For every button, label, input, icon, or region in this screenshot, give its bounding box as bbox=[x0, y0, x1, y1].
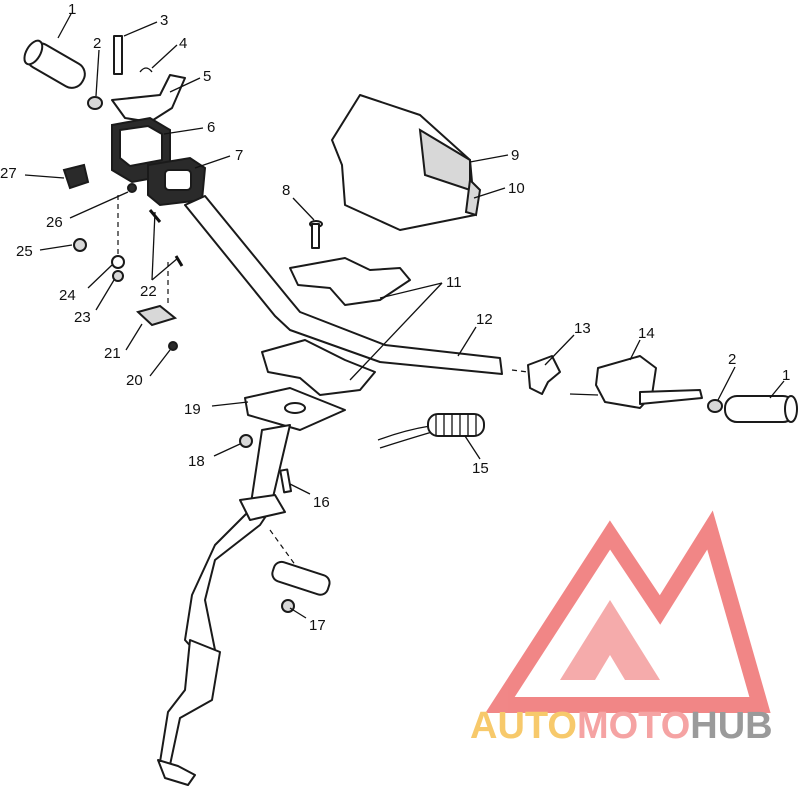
post-bracket bbox=[239, 494, 286, 521]
callout-2-right: 2 bbox=[728, 351, 736, 368]
callout-1-right: 1 bbox=[782, 367, 790, 384]
left-bar-plug bbox=[87, 96, 103, 110]
callout-26: 26 bbox=[46, 214, 63, 231]
watermark-hub: HUB bbox=[690, 705, 772, 747]
callout-11: 11 bbox=[446, 274, 462, 291]
callout-20: 20 bbox=[126, 372, 143, 389]
callout-15: 15 bbox=[472, 460, 489, 477]
lower-clamp bbox=[261, 339, 376, 396]
callout-9: 9 bbox=[511, 147, 519, 164]
nut-18 bbox=[239, 434, 253, 448]
leader-lines bbox=[24, 13, 785, 619]
callout-7: 7 bbox=[235, 147, 243, 164]
callout-23: 23 bbox=[74, 309, 91, 326]
callout-24: 24 bbox=[59, 287, 76, 304]
logo-triangle bbox=[485, 510, 771, 713]
callout-22: 22 bbox=[140, 283, 157, 300]
callout-5: 5 bbox=[203, 68, 211, 85]
callout-2-left: 2 bbox=[93, 35, 101, 52]
screw-26 bbox=[127, 183, 137, 193]
clip bbox=[139, 67, 153, 73]
callout-8: 8 bbox=[282, 182, 290, 199]
bushing-17 bbox=[271, 560, 331, 596]
right-bar-plug bbox=[707, 399, 723, 413]
brake-switch bbox=[527, 355, 561, 395]
callout-17: 17 bbox=[309, 617, 326, 634]
coil-15 bbox=[377, 413, 485, 449]
watermark-text: AUTOMOTOHUB bbox=[470, 705, 773, 747]
callout-6: 6 bbox=[207, 119, 215, 136]
callout-4: 4 bbox=[179, 35, 187, 52]
bolt-16 bbox=[279, 468, 293, 494]
watermark-logo bbox=[485, 510, 771, 713]
callout-12: 12 bbox=[476, 311, 493, 328]
screw-20 bbox=[168, 341, 178, 351]
washer-24 bbox=[111, 255, 125, 269]
watermark-auto: AUTO bbox=[470, 705, 577, 747]
logo-inner bbox=[560, 600, 660, 680]
post-lower-arm bbox=[159, 639, 221, 766]
throttle-housing bbox=[111, 116, 207, 207]
upper-clamp bbox=[289, 257, 411, 306]
callout-18: 18 bbox=[188, 453, 205, 470]
nut-17 bbox=[281, 599, 295, 613]
bracket-21 bbox=[136, 304, 178, 327]
callout-21: 21 bbox=[104, 345, 121, 362]
pin bbox=[113, 35, 123, 75]
callout-13: 13 bbox=[574, 320, 591, 337]
watermark-moto: MOTO bbox=[577, 705, 690, 747]
throttle-lever bbox=[111, 74, 186, 123]
callout-19: 19 bbox=[184, 401, 201, 418]
lock-washer-23 bbox=[112, 270, 124, 282]
brake-lever bbox=[639, 389, 703, 405]
post-foot bbox=[157, 759, 196, 786]
bolt-8 bbox=[309, 220, 323, 249]
callout-16: 16 bbox=[313, 494, 330, 511]
callout-labels: 1 2 3 4 5 6 7 8 9 10 11 12 13 14 2 1 15 … bbox=[0, 1, 790, 634]
callout-27: 27 bbox=[0, 165, 17, 182]
callout-10: 10 bbox=[508, 180, 525, 197]
nut-25 bbox=[73, 238, 87, 252]
left-grip bbox=[23, 39, 86, 89]
screw-22b bbox=[174, 255, 184, 267]
switch bbox=[62, 163, 90, 190]
callout-25: 25 bbox=[16, 243, 33, 260]
callout-14: 14 bbox=[638, 325, 655, 342]
callout-1-left: 1 bbox=[68, 1, 76, 18]
headlight-pod bbox=[331, 94, 476, 231]
callout-3: 3 bbox=[160, 12, 168, 29]
handlebar bbox=[184, 195, 503, 375]
